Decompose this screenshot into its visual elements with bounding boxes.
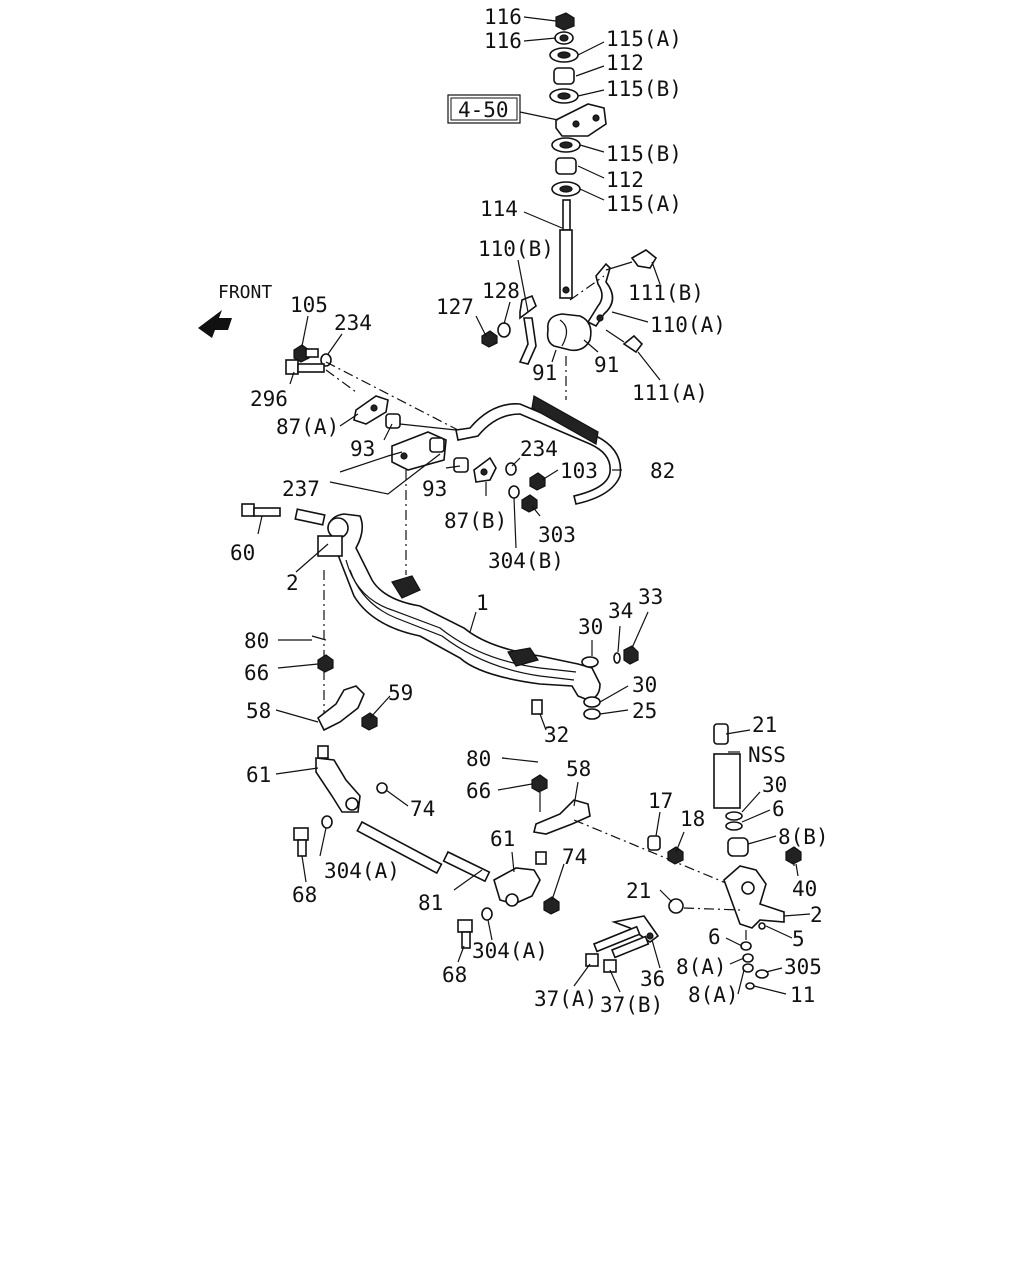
callout-110b: 110(B) <box>478 237 554 261</box>
reference-box-label: 4-50 <box>458 98 509 122</box>
callout-18: 18 <box>680 807 705 831</box>
callout-116: 116 <box>484 5 522 29</box>
callout-304a: 304(A) <box>324 859 400 883</box>
callout-61: 61 <box>246 763 271 787</box>
callout-105: 105 <box>290 293 328 317</box>
callout-30: 30 <box>632 673 657 697</box>
callout-103: 103 <box>560 459 598 483</box>
callout-68: 68 <box>442 963 467 987</box>
callout-2: 2 <box>810 903 823 927</box>
callout-87b: 87(B) <box>444 509 507 533</box>
leader-lines <box>257 16 811 995</box>
callout-304a: 304(A) <box>472 939 548 963</box>
axle-beam <box>241 503 639 720</box>
callout-115a: 115(A) <box>606 192 682 216</box>
callout-58: 58 <box>246 699 271 723</box>
callout-93: 93 <box>422 477 447 501</box>
stabilizer-clamps <box>481 249 658 400</box>
right-knuckle-assembly <box>585 723 802 990</box>
callout-116: 116 <box>484 29 522 53</box>
callout-60: 60 <box>230 541 255 565</box>
callout-30: 30 <box>578 615 603 639</box>
callout-34: 34 <box>608 599 633 623</box>
callout-93: 93 <box>350 437 375 461</box>
callout-127: 127 <box>436 295 474 319</box>
callout-112: 112 <box>606 168 644 192</box>
callout-303: 303 <box>538 523 576 547</box>
callout-8a: 8(A) <box>676 955 727 979</box>
callout-91: 91 <box>594 353 619 377</box>
callout-237: 237 <box>282 477 320 501</box>
callout-30: 30 <box>762 773 787 797</box>
callout-37a: 37(A) <box>534 987 597 1011</box>
callout-80: 80 <box>466 747 491 771</box>
callout-111b: 111(B) <box>628 281 704 305</box>
callout-234: 234 <box>520 437 558 461</box>
callout-8a: 8(A) <box>688 983 739 1007</box>
callout-114: 114 <box>480 197 518 221</box>
callout-59: 59 <box>388 681 413 705</box>
callout-115b: 115(B) <box>606 142 682 166</box>
callout-66: 66 <box>466 779 491 803</box>
callout-33: 33 <box>638 585 663 609</box>
center-relay-linkage <box>457 757 739 949</box>
reference-box[interactable]: 4-50 <box>447 94 521 124</box>
left-steering-linkage <box>293 635 491 883</box>
callout-21: 21 <box>752 713 777 737</box>
callout-296: 296 <box>250 387 288 411</box>
callout-32: 32 <box>544 723 569 747</box>
callout-87a: 87(A) <box>276 415 339 439</box>
callout-111a: 111(A) <box>632 381 708 405</box>
callout-115b: 115(B) <box>606 77 682 101</box>
top-mount-stack <box>549 12 607 299</box>
callout-40: 40 <box>792 877 817 901</box>
callout-17: 17 <box>648 789 673 813</box>
callout-nss: NSS <box>748 743 786 767</box>
callout-74: 74 <box>410 797 435 821</box>
callout-1: 1 <box>476 591 489 615</box>
callout-11: 11 <box>790 983 815 1007</box>
callout-25: 25 <box>632 699 657 723</box>
callout-68: 68 <box>292 883 317 907</box>
callout-8b: 8(B) <box>778 825 829 849</box>
front-indicator: FRONT <box>198 282 272 338</box>
callout-80: 80 <box>244 629 269 653</box>
callout-110a: 110(A) <box>650 313 726 337</box>
callout-37b: 37(B) <box>600 993 663 1017</box>
callout-81: 81 <box>418 891 443 915</box>
callout-66: 66 <box>244 661 269 685</box>
front-arrow-icon <box>198 310 232 338</box>
callout-36: 36 <box>640 967 665 991</box>
callout-115a: 115(A) <box>606 27 682 51</box>
callout-21: 21 <box>626 879 651 903</box>
callout-61: 61 <box>490 827 515 851</box>
callout-74: 74 <box>562 845 587 869</box>
callout-304b: 304(B) <box>488 549 564 573</box>
callout-82: 82 <box>650 459 675 483</box>
callout-6: 6 <box>772 797 785 821</box>
callout-305: 305 <box>784 955 822 979</box>
callout-6: 6 <box>708 925 721 949</box>
callout-112: 112 <box>606 51 644 75</box>
callout-128: 128 <box>482 279 520 303</box>
callout-91: 91 <box>532 361 557 385</box>
front-label: FRONT <box>218 282 272 303</box>
callout-5: 5 <box>792 927 805 951</box>
callout-234: 234 <box>334 311 372 335</box>
callout-labels: 116 116 115(A) 112 115(B) 115(B) 112 115… <box>230 5 829 1017</box>
callout-58: 58 <box>566 757 591 781</box>
stabilizer-bar <box>285 344 622 575</box>
callout-2: 2 <box>286 571 299 595</box>
